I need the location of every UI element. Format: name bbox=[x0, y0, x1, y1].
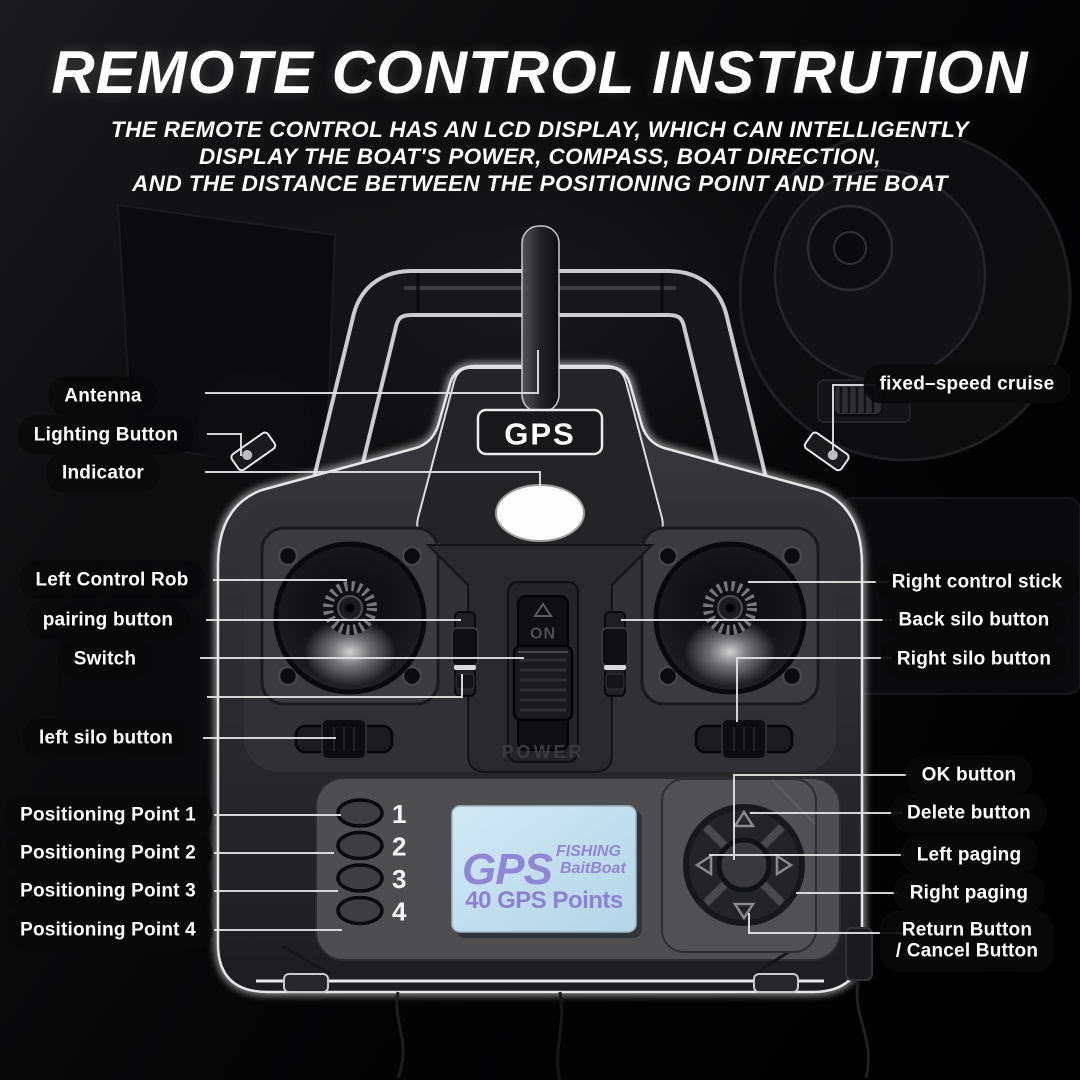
subtitle-line-1: THE REMOTE CONTROL HAS AN LCD DISPLAY, W… bbox=[110, 117, 970, 142]
memory-button-4-label: 4 bbox=[392, 897, 407, 927]
lcd-brand-baitboat: BaitBoat bbox=[560, 860, 626, 877]
callout-label-left-silo-button-text: left silo button bbox=[38, 727, 174, 749]
lighting-button-nub bbox=[230, 431, 277, 472]
callout-label-positioning-point-4-text: Positioning Point 4 bbox=[20, 919, 196, 941]
callout-line-indicator bbox=[205, 471, 541, 488]
callout-label-back-silo-button-text: Back silo button bbox=[898, 609, 1050, 631]
dpad-left-arrow-icon bbox=[694, 853, 713, 877]
callout-label-right-paging: Right paging bbox=[893, 873, 1045, 913]
memory-button-3 bbox=[336, 863, 384, 893]
gps-plate-label: GPS bbox=[504, 417, 575, 452]
callout-label-positioning-point-3-text: Positioning Point 3 bbox=[20, 880, 196, 902]
callout-line-lighting-button bbox=[207, 433, 242, 456]
callout-label-positioning-point-4: Positioning Point 4 bbox=[4, 910, 212, 950]
callout-label-ok-button-text: OK button bbox=[921, 764, 1017, 786]
callout-label-pairing-button: pairing button bbox=[26, 600, 190, 640]
callout-label-indicator: Indicator bbox=[45, 453, 161, 493]
callout-label-delete-button: Delete button bbox=[891, 793, 1047, 833]
dpad bbox=[661, 778, 817, 953]
callout-label-indicator-text: Indicator bbox=[61, 462, 145, 484]
callout-label-cancel-button-text: / Cancel Button bbox=[895, 941, 1039, 962]
callout-line-pairing-button-lower bbox=[207, 674, 463, 698]
lcd-brand-gps: GPS bbox=[462, 845, 553, 894]
callout-label-left-paging-text: Left paging bbox=[916, 844, 1022, 866]
callout-label-right-control-stick: Right control stick bbox=[875, 562, 1079, 602]
callout-label-return-button-text: Return Button bbox=[901, 919, 1033, 941]
lcd-tagline: 40 GPS Points bbox=[465, 887, 623, 914]
callout-label-lighting-button-text: Lighting Button bbox=[33, 424, 179, 446]
memory-button-2 bbox=[336, 830, 384, 861]
memory-button-2-label: 2 bbox=[392, 832, 406, 862]
power-switch: ON POWER bbox=[425, 544, 655, 773]
callout-line-right-silo-button bbox=[736, 657, 892, 722]
right-silo-button bbox=[694, 717, 794, 761]
cable-decoration bbox=[395, 927, 873, 1080]
dpad-ok-button bbox=[716, 837, 772, 893]
left-control-stick bbox=[262, 528, 438, 704]
memory-buttons: 1 2 3 4 bbox=[336, 798, 407, 927]
page-title: REMOTE CONTROL INSTRUTION bbox=[51, 39, 1029, 106]
subtitle-line-2: DISPLAY THE BOAT'S POWER, COMPASS, BOAT … bbox=[198, 144, 882, 169]
memory-button-1 bbox=[336, 798, 384, 828]
dpad-down-arrow-icon bbox=[732, 902, 756, 921]
memory-button-3-label: 3 bbox=[392, 864, 406, 894]
dpad-right-arrow-icon bbox=[775, 853, 794, 877]
callout-line-ok-button bbox=[733, 774, 911, 860]
callout-label-left-silo-button: left silo button bbox=[22, 718, 190, 758]
callout-label-positioning-point-3: Positioning Point 3 bbox=[4, 871, 212, 911]
back-silo-button bbox=[601, 611, 629, 697]
callout-label-switch-text: Switch bbox=[73, 648, 137, 670]
memory-button-4 bbox=[336, 895, 384, 926]
callout-label-fixed-speed-cruise-text: fixed–speed cruise bbox=[879, 373, 1055, 395]
callout-line-fixed-speed-cruise bbox=[832, 384, 876, 451]
callout-label-right-control-stick-text: Right control stick bbox=[891, 571, 1063, 593]
gps-plate: GPS bbox=[476, 408, 604, 456]
callout-label-switch: Switch bbox=[57, 639, 153, 679]
lcd-screen: GPS FISHING BaitBoat 40 GPS Points bbox=[451, 805, 642, 938]
callout-label-return-cancel-button: Return Button / Cancel Button bbox=[879, 910, 1055, 972]
callout-label-pairing-button-text: pairing button bbox=[42, 609, 174, 631]
right-control-stick bbox=[642, 528, 818, 704]
callout-label-fixed-speed-cruise: fixed–speed cruise bbox=[863, 364, 1071, 404]
subtitle-line-3: AND THE DISTANCE BETWEEN THE POSITIONING… bbox=[132, 171, 948, 196]
callout-label-back-silo-button: Back silo button bbox=[882, 600, 1066, 640]
callout-label-ok-button: OK button bbox=[905, 755, 1033, 795]
callout-label-positioning-point-1: Positioning Point 1 bbox=[4, 795, 212, 835]
callout-label-positioning-point-2-text: Positioning Point 2 bbox=[20, 842, 196, 864]
callout-label-positioning-point-2: Positioning Point 2 bbox=[4, 833, 212, 873]
power-label: POWER bbox=[501, 742, 584, 762]
power-on-arrow-icon bbox=[533, 602, 553, 617]
callout-label-antenna-text: Antenna bbox=[64, 385, 142, 407]
callout-label-antenna: Antenna bbox=[48, 376, 158, 416]
callout-label-left-paging: Left paging bbox=[900, 835, 1038, 875]
pairing-button bbox=[451, 611, 479, 697]
callout-label-delete-button-text: Delete button bbox=[907, 802, 1031, 824]
dpad-up-arrow-icon bbox=[732, 809, 756, 828]
callout-lines bbox=[200, 350, 911, 934]
callout-line-return-cancel bbox=[748, 913, 903, 934]
callout-label-left-control-rob: Left Control Rob bbox=[19, 560, 205, 600]
lcd-brand-fishing: FISHING bbox=[556, 843, 621, 860]
callout-line-antenna bbox=[205, 350, 539, 394]
page-subtitle: THE REMOTE CONTROL HAS AN LCD DISPLAY, W… bbox=[0, 116, 1080, 197]
memory-button-1-label: 1 bbox=[392, 799, 406, 829]
callout-label-right-silo-button-text: Right silo button bbox=[896, 648, 1052, 670]
callout-label-positioning-point-1-text: Positioning Point 1 bbox=[20, 804, 196, 826]
callout-label-right-paging-text: Right paging bbox=[909, 882, 1029, 904]
indicator-light bbox=[495, 484, 585, 542]
callout-label-left-control-rob-text: Left Control Rob bbox=[35, 569, 189, 591]
antenna bbox=[521, 225, 560, 413]
callout-label-lighting-button: Lighting Button bbox=[17, 415, 195, 455]
power-on-label: ON bbox=[530, 626, 556, 643]
callout-label-right-silo-button: Right silo button bbox=[880, 639, 1068, 679]
